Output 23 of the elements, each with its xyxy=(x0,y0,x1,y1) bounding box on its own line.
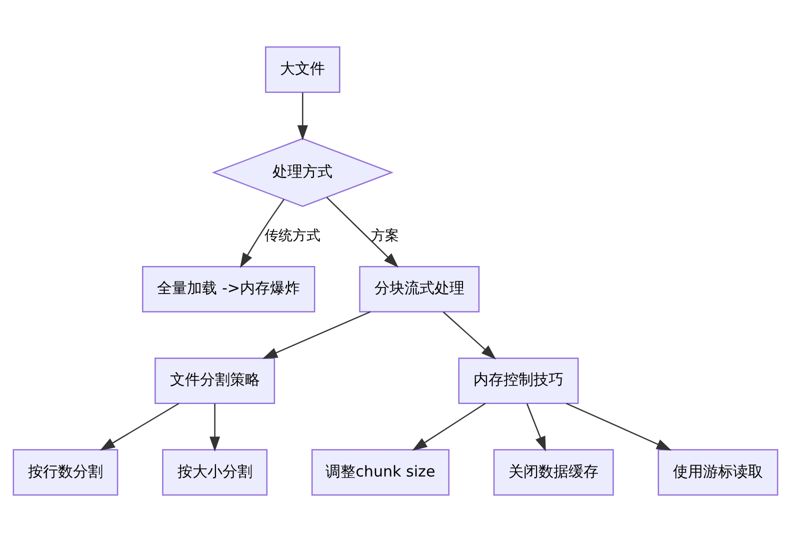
edge-label: 方案 xyxy=(370,228,399,244)
node-box: 文件分割策略 xyxy=(154,358,276,404)
arrow xyxy=(442,312,496,360)
arrow xyxy=(412,402,486,451)
arrow xyxy=(262,311,371,359)
edge-label: 传统方式 xyxy=(264,228,321,244)
node-box: 按行数分割 xyxy=(12,449,118,496)
arrow xyxy=(100,402,180,451)
arrow xyxy=(566,402,672,450)
node-box: 按大小分割 xyxy=(162,449,268,496)
node-box: 关闭数据缓存 xyxy=(493,449,614,496)
arrow xyxy=(526,403,546,452)
node-box: 分块流式处理 xyxy=(359,266,480,312)
node-box: 调整chunk size xyxy=(311,449,450,496)
node-box: 内存控制技巧 xyxy=(458,358,579,404)
arrow xyxy=(240,198,285,268)
node-diamond: 处理方式 xyxy=(212,138,394,208)
node-box: 全量加载 ->内存爆炸 xyxy=(142,266,316,312)
arrow xyxy=(326,196,399,268)
node-box: 大文件 xyxy=(265,46,340,93)
arrow xyxy=(210,404,220,452)
arrow xyxy=(297,92,308,140)
node-box: 使用游标读取 xyxy=(658,449,778,496)
